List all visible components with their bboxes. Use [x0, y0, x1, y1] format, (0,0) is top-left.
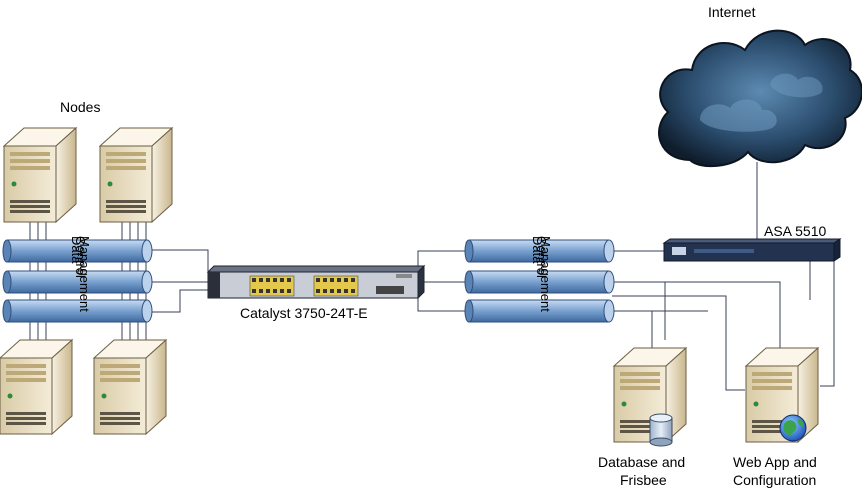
server-icon [3, 127, 77, 223]
db-label-line1: Database and [598, 454, 685, 470]
pipe-label-data: Data [530, 236, 545, 264]
webapp-label-line1: Web App and [733, 454, 817, 470]
pipe-labels-right: Data Control Management [530, 236, 553, 312]
pipe-label-control: Control [73, 236, 88, 278]
pipe-label-data: Data [69, 236, 84, 264]
internet-label: Internet [708, 4, 756, 20]
pipe-label-management: Management [77, 236, 92, 312]
server-icon [0, 339, 73, 435]
nodes-label: Nodes [60, 99, 100, 115]
pipe-label-control: Control [534, 236, 549, 278]
cloud-icon [658, 29, 862, 168]
server-icon [93, 339, 167, 435]
switch-label: Catalyst 3750-24T-E [240, 305, 368, 321]
firewall-label: ASA 5510 [764, 223, 826, 239]
db-label-line2: Frisbee [620, 472, 667, 488]
pipe-labels-left: Data Control Management [69, 236, 92, 312]
switch-icon [206, 264, 426, 300]
database-icon [649, 413, 673, 447]
pipe-label-management: Management [538, 236, 553, 312]
webapp-label-line2: Configuration [733, 472, 816, 488]
firewall-icon [662, 238, 842, 262]
server-icon [99, 127, 173, 223]
globe-icon [779, 414, 807, 442]
